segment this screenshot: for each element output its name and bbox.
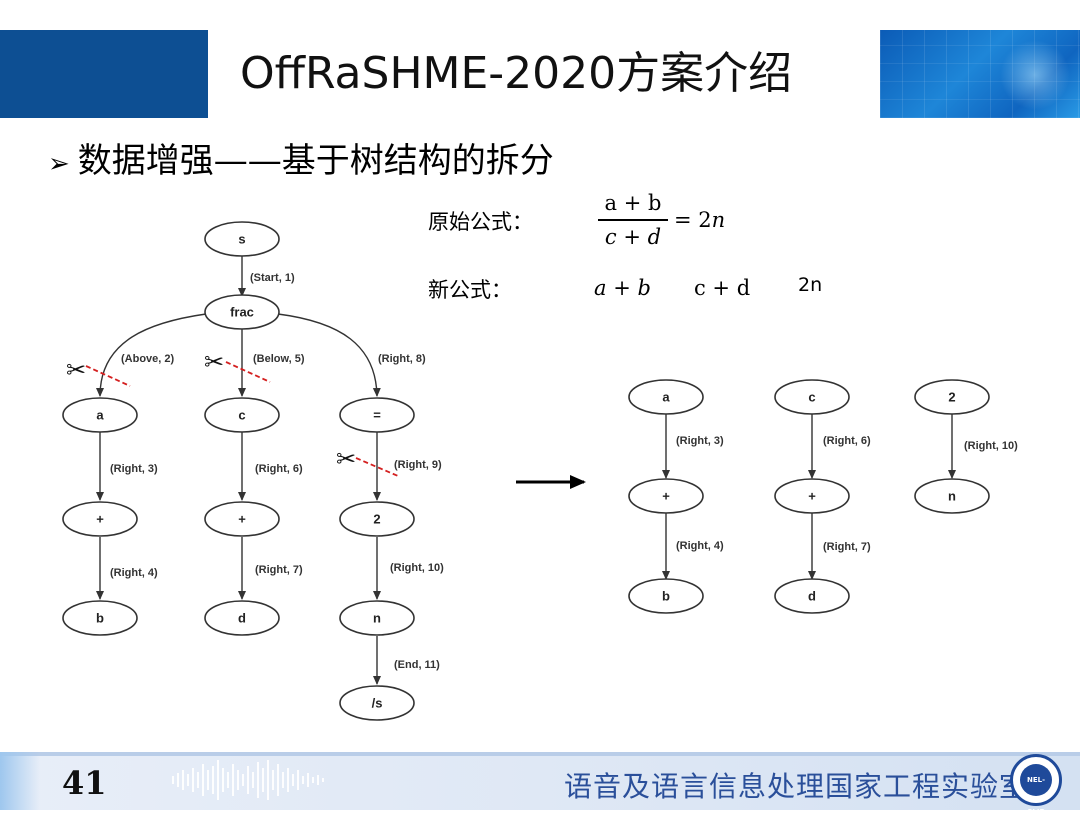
node-label: frac bbox=[230, 305, 254, 320]
node-label: a bbox=[662, 390, 670, 405]
scissors-icon: ✂ bbox=[204, 348, 224, 376]
edge-label: (End, 11) bbox=[394, 659, 440, 671]
fraction-numerator: a + b bbox=[604, 191, 662, 215]
footer-stripe bbox=[0, 752, 1080, 756]
node-label: n bbox=[948, 489, 956, 504]
node-label: d bbox=[808, 589, 816, 604]
slide-title: OffRaSHME-2020方案介绍 bbox=[240, 48, 793, 99]
new-formula-label: 新公式： bbox=[428, 278, 512, 302]
edge-label: (Right, 10) bbox=[964, 440, 1018, 452]
node-label: + bbox=[238, 512, 246, 527]
bullet-arrow-icon: ➢ bbox=[48, 149, 70, 179]
edge-label: (Right, 10) bbox=[390, 562, 444, 574]
tree-node: a bbox=[62, 397, 138, 433]
edge-label: (Right, 9) bbox=[394, 459, 442, 471]
page-number: 41 bbox=[62, 764, 107, 802]
subtree-node: 2 bbox=[914, 379, 990, 415]
subtree-node: + bbox=[628, 478, 704, 514]
logo-text: NEL-SLIP bbox=[1020, 764, 1052, 816]
node-label: 2 bbox=[948, 390, 955, 405]
tree-node: n bbox=[339, 600, 415, 636]
tree-node: b bbox=[62, 600, 138, 636]
node-label: c bbox=[238, 408, 245, 423]
bullet-heading: ➢数据增强——基于树结构的拆分 bbox=[48, 138, 554, 184]
cut-lines bbox=[85, 361, 399, 477]
edge-frac-eq bbox=[277, 313, 381, 397]
node-label: 2 bbox=[373, 512, 380, 527]
subtree-node: + bbox=[774, 478, 850, 514]
edge-label: (Right, 8) bbox=[378, 353, 426, 365]
new-formula-1: a + b bbox=[594, 276, 651, 300]
header-banner-right bbox=[880, 30, 1080, 118]
node-label: c bbox=[808, 390, 815, 405]
node-label: + bbox=[808, 489, 816, 504]
bullet-text: 数据增强——基于树结构的拆分 bbox=[77, 141, 554, 181]
edge-label: (Below, 5) bbox=[253, 353, 305, 365]
header-banner-left bbox=[0, 30, 208, 118]
tree-node: s bbox=[204, 221, 280, 257]
edge-label: (Start, 1) bbox=[250, 272, 295, 284]
node-label: b bbox=[96, 611, 104, 626]
node-label: a bbox=[96, 408, 104, 423]
tree-node: d bbox=[204, 600, 280, 636]
edge-label: (Right, 4) bbox=[676, 540, 724, 552]
node-label: s bbox=[238, 232, 245, 247]
edge-label: (Right, 6) bbox=[255, 463, 303, 475]
node-label: + bbox=[662, 489, 670, 504]
scissors-icon: ✂ bbox=[336, 445, 356, 473]
scissors-icon: ✂ bbox=[66, 356, 86, 384]
edge-label: (Right, 7) bbox=[255, 564, 303, 576]
fraction-bar bbox=[598, 219, 668, 221]
edge-label: (Right, 7) bbox=[823, 541, 871, 553]
edge-frac-a bbox=[96, 313, 207, 397]
original-rhs: = 2n bbox=[674, 208, 725, 232]
node-label: = bbox=[373, 408, 381, 423]
tree-node: c bbox=[204, 397, 280, 433]
tree-node: = bbox=[339, 397, 415, 433]
edge-label: (Above, 2) bbox=[121, 353, 175, 365]
subtree-node: n bbox=[914, 478, 990, 514]
edge-label: (Right, 4) bbox=[110, 567, 158, 579]
original-rhs-var: n bbox=[711, 208, 726, 232]
banner-glow bbox=[1000, 40, 1070, 110]
new-formula-3: 2n bbox=[798, 274, 823, 296]
cut-line-above bbox=[85, 365, 131, 387]
subtree-node: b bbox=[628, 578, 704, 614]
fraction-denominator: c + d bbox=[604, 225, 662, 249]
tree-node: + bbox=[204, 501, 280, 537]
original-rhs-eq: = 2 bbox=[674, 208, 712, 232]
edge-label: (Right, 3) bbox=[676, 435, 724, 447]
soundwave-icon bbox=[172, 760, 324, 800]
edge-label: (Right, 6) bbox=[823, 435, 871, 447]
node-label: n bbox=[373, 611, 381, 626]
footer-left-decor bbox=[0, 752, 40, 810]
tree-node: /s bbox=[339, 685, 415, 721]
tree-node: 2 bbox=[339, 501, 415, 537]
main-tree-edges bbox=[96, 255, 381, 685]
edge-label: (Right, 3) bbox=[110, 463, 158, 475]
cut-line-below bbox=[225, 361, 271, 383]
tree-diagram: ✂ ✂ ✂ (Start, 1) (Above, 2) (Below, 5) (… bbox=[62, 221, 1018, 721]
subtree-edges bbox=[662, 414, 956, 580]
tree-node: + bbox=[62, 501, 138, 537]
original-fraction: a + b c + d bbox=[596, 190, 670, 250]
new-formula-2: c + d bbox=[694, 276, 751, 300]
node-label: b bbox=[662, 589, 670, 604]
organization-name: 语音及语言信息处理国家工程实验室 bbox=[564, 770, 1029, 803]
tree-node: frac bbox=[204, 294, 280, 330]
node-label: + bbox=[96, 512, 104, 527]
node-label: /s bbox=[372, 696, 383, 711]
subtree-node: d bbox=[774, 578, 850, 614]
subtree-node: c bbox=[774, 379, 850, 415]
footer-bar bbox=[0, 752, 1080, 810]
original-formula-label: 原始公式： bbox=[428, 210, 533, 234]
subtree-node: a bbox=[628, 379, 704, 415]
lab-logo: NEL-SLIP bbox=[1010, 754, 1062, 816]
node-label: d bbox=[238, 611, 246, 626]
